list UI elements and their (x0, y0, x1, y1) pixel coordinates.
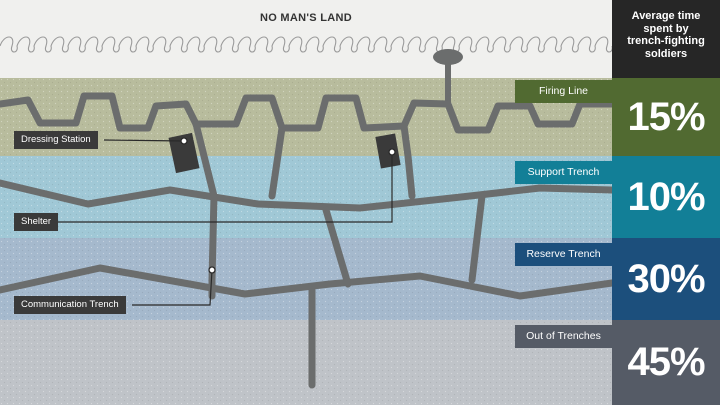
dressing-station-label: Dressing Station (14, 131, 98, 149)
zone-value-out-of-trenches: 45% (612, 320, 720, 405)
communication-trench-label: Communication Trench (14, 296, 126, 314)
trench-network (0, 92, 616, 389)
communication-trench-dot (208, 266, 216, 274)
zone-value-reserve-trench: 30% (612, 238, 720, 320)
no-mans-land-title: NO MAN'S LAND (259, 12, 353, 24)
dressing-station-dot (180, 137, 188, 145)
zone-value-firing-line: 15% (612, 78, 720, 156)
callout-leaders (58, 139, 393, 306)
barbed-wire (0, 36, 613, 53)
shelter-label: Shelter (14, 213, 59, 231)
shelter-marker (375, 133, 401, 169)
panel-heading: Average time spent by trench-fighting so… (612, 0, 720, 78)
zone-label-support-trench: Support Trench (515, 161, 612, 184)
dressing-station-marker (168, 132, 200, 174)
reserve-trench-line (0, 264, 616, 300)
no-mans-land-band (0, 0, 612, 78)
zone-label-reserve-trench: Reserve Trench (515, 243, 612, 266)
support-trench-line (0, 179, 616, 212)
zone-value-support-trench: 10% (612, 156, 720, 238)
shelter-dot (388, 148, 396, 156)
listening-post (433, 49, 463, 104)
firing-line-trench (0, 92, 616, 134)
zone-label-out-of-trenches: Out of Trenches (515, 325, 612, 348)
zone-label-firing-line: Firing Line (515, 80, 612, 103)
barbed-wire-coil (0, 36, 613, 53)
